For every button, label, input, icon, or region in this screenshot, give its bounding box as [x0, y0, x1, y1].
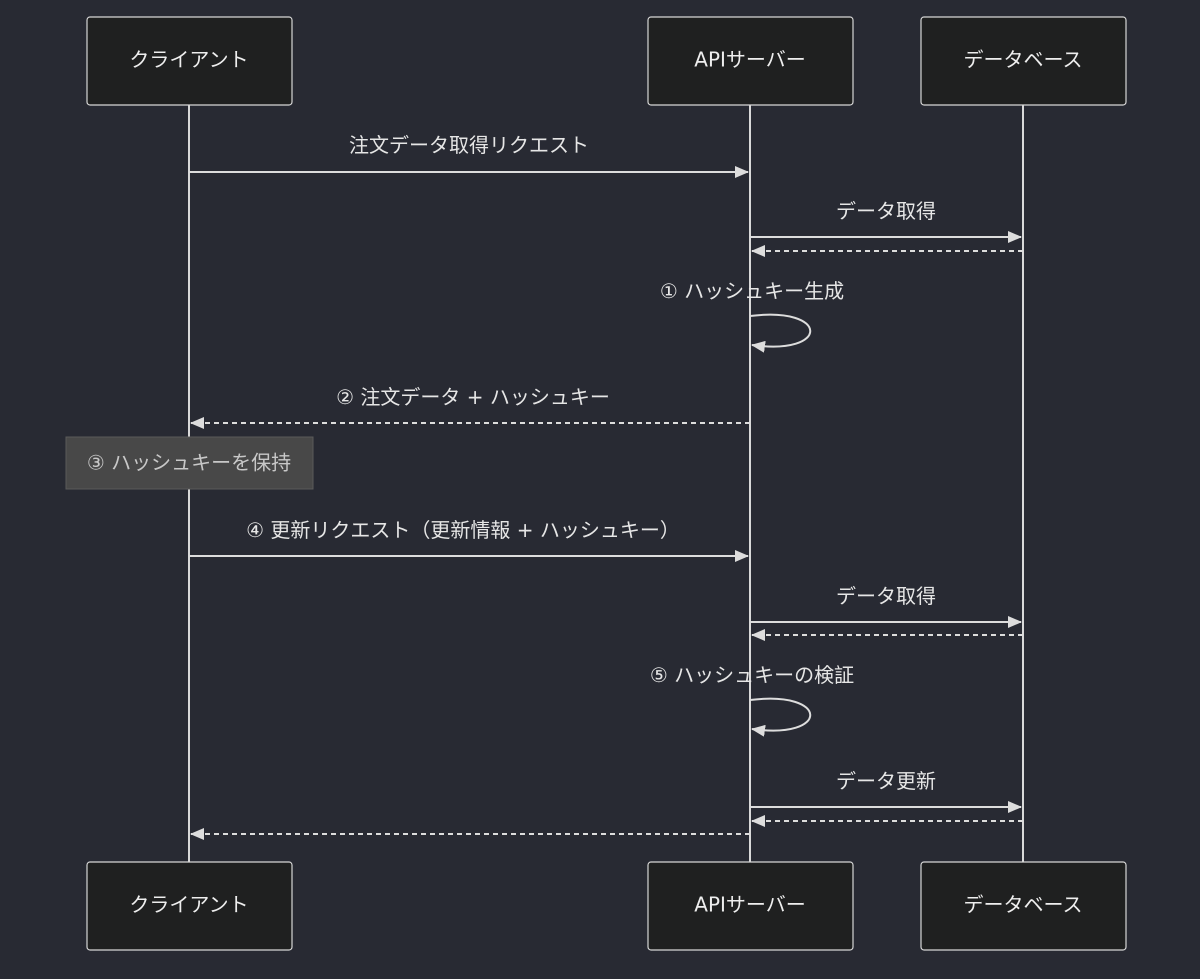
- self-message-1-label: ① ハッシュキー生成: [660, 279, 844, 303]
- note-hash-key-hold: ③ ハッシュキーを保持: [65, 436, 314, 490]
- message-6-label: データ取得: [836, 584, 936, 608]
- actor-db-top-label: データベース: [964, 48, 1083, 72]
- actor-api-bottom: APIサーバー: [647, 861, 854, 951]
- self-message-1-loop: [749, 313, 812, 353]
- self-message-2-label: ⑤ ハッシュキーの検証: [650, 663, 854, 687]
- actor-db-top: データベース: [920, 16, 1127, 106]
- actor-api-top-label: APIサーバー: [694, 48, 805, 72]
- message-5-label: ④ 更新リクエスト（更新情報 + ハッシュキー）: [246, 518, 680, 542]
- message-1-label: 注文データ取得リクエスト: [349, 133, 589, 157]
- self-message-2-loop: [749, 697, 812, 737]
- actor-db-bottom-label: データベース: [964, 893, 1083, 917]
- actor-client-top: クライアント: [86, 16, 293, 106]
- actor-api-top: APIサーバー: [647, 16, 854, 106]
- actor-client-bottom: クライアント: [86, 861, 293, 951]
- actor-client-bottom-label: クライアント: [129, 893, 248, 917]
- message-4-label: ② 注文データ + ハッシュキー: [336, 385, 610, 409]
- actor-api-bottom-label: APIサーバー: [694, 893, 805, 917]
- note-text: ③ ハッシュキーを保持: [87, 451, 291, 475]
- message-2-label: データ取得: [836, 199, 936, 223]
- actor-db-bottom: データベース: [920, 861, 1127, 951]
- message-8-label: データ更新: [836, 769, 936, 793]
- actor-client-top-label: クライアント: [129, 48, 248, 72]
